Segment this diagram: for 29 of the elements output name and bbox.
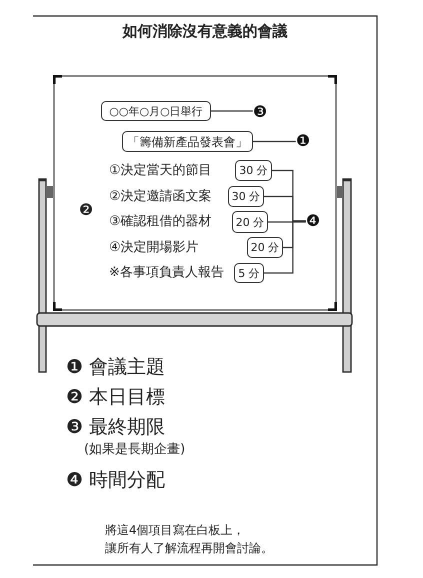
connector-line [253, 140, 296, 142]
connector-line [211, 110, 253, 112]
connector-line [264, 220, 306, 274]
meeting-topic-box: 「籌備新產品發表會」 [122, 131, 253, 152]
diagram-title: 如何消除沒有意義的會議 [122, 22, 288, 40]
time-allocation-box: 30 分 [228, 186, 264, 207]
agenda-item: ①決定當天的節目 [109, 163, 212, 179]
agenda-item: ※各事項負責人報告 [109, 265, 224, 281]
note-text: 讓所有人了解流程再開會討論。 [105, 540, 273, 556]
key-item: ❶ 會議主題 [66, 356, 166, 378]
callout-number: ❸ [252, 104, 268, 120]
callout-number: ❹ [306, 213, 320, 229]
agenda-item: ②決定邀請函文案 [109, 189, 212, 205]
key-item: ❷ 本日目標 [66, 386, 166, 408]
date-box: ○○年○月○日舉行 [101, 101, 211, 121]
agenda-item: ③確認租借的器材 [109, 214, 212, 230]
agenda-item: ④決定開場影片 [109, 240, 199, 256]
whiteboard [53, 75, 337, 311]
key-note: (如果是長期企畫) [84, 442, 186, 458]
callout-number: ❷ [78, 202, 94, 218]
note-text: 將這4個項目寫在白板上， [105, 522, 245, 538]
time-allocation-box: 20 分 [247, 237, 283, 258]
time-allocation-box: 5 分 [234, 263, 264, 283]
callout-number: ❶ [296, 133, 310, 149]
time-allocation-box: 20 分 [232, 211, 268, 233]
key-item: ❹ 時間分配 [66, 468, 166, 492]
key-item: ❸ 最終期限 [66, 416, 166, 438]
connector-line [268, 221, 306, 223]
time-allocation-box: 30 分 [235, 160, 272, 181]
